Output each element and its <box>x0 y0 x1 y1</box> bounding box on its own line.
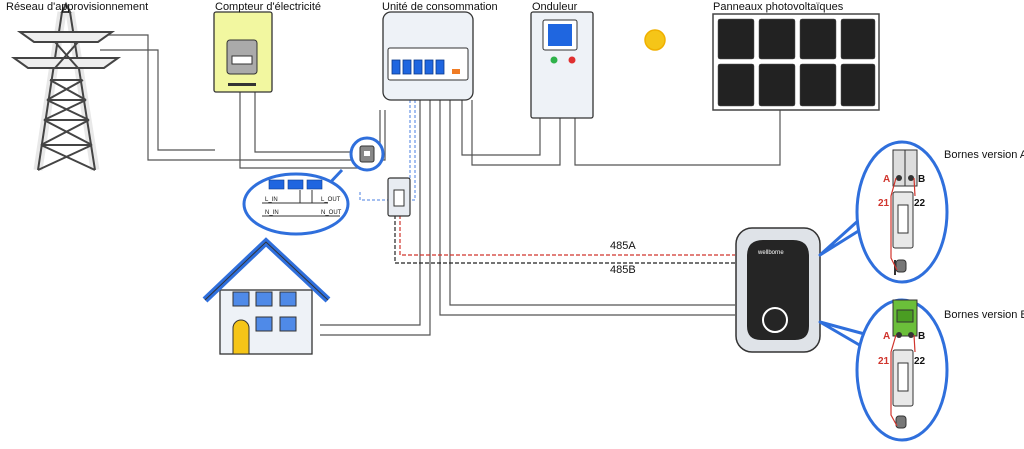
terminal-b-pin-a: A <box>883 331 890 342</box>
pv-panels <box>712 13 880 111</box>
ct-wiring-callout <box>242 172 350 236</box>
label-meter: Compteur d'électricité <box>215 1 321 13</box>
label-consumer-unit: Unité de consommation <box>382 1 498 13</box>
terminal-callout-a <box>818 140 949 284</box>
label-pv-panels: Panneaux photovoltaïques <box>713 1 844 13</box>
label-grid: Réseau d'approvisionnement <box>6 1 148 13</box>
terminal-b-pin-22: 22 <box>914 356 926 367</box>
terminal-a-pin-22: 22 <box>914 198 926 209</box>
consumer-unit <box>382 11 474 101</box>
label-inverter: Onduleur <box>532 1 578 13</box>
label-terminals-b: Bornes version B <box>944 309 1024 321</box>
inverter <box>530 11 594 119</box>
ct-label-l-out: L_OUT <box>321 197 341 203</box>
rs485-wires <box>394 215 735 264</box>
ct-label-n-in: N_IN <box>265 210 279 216</box>
sun-icon <box>644 29 666 51</box>
terminal-b-pin-21: 21 <box>878 356 890 367</box>
ev-charger: wellborne <box>735 227 821 353</box>
charger-brand: wellborne <box>757 250 784 256</box>
power-wires <box>100 34 781 336</box>
electricity-meter <box>213 11 273 93</box>
junction-box <box>387 177 411 217</box>
ct-label-n-out: N_OUT <box>321 210 342 216</box>
house-icon <box>202 237 331 355</box>
label-bus-b: 485B <box>610 264 636 276</box>
transmission-tower-icon <box>10 1 122 171</box>
terminal-b-pin-b: B <box>918 331 925 342</box>
label-terminals-a: Bornes version A <box>944 149 1024 161</box>
ct-label-l-in: L_IN <box>265 197 278 203</box>
label-bus-a: 485A <box>610 240 636 252</box>
terminal-a-pin-21: 21 <box>878 198 890 209</box>
terminal-callout-b <box>818 298 949 442</box>
terminal-a-pin-a: A <box>883 174 890 185</box>
ct-sensor <box>323 136 385 190</box>
terminal-a-pin-b: B <box>918 174 925 185</box>
